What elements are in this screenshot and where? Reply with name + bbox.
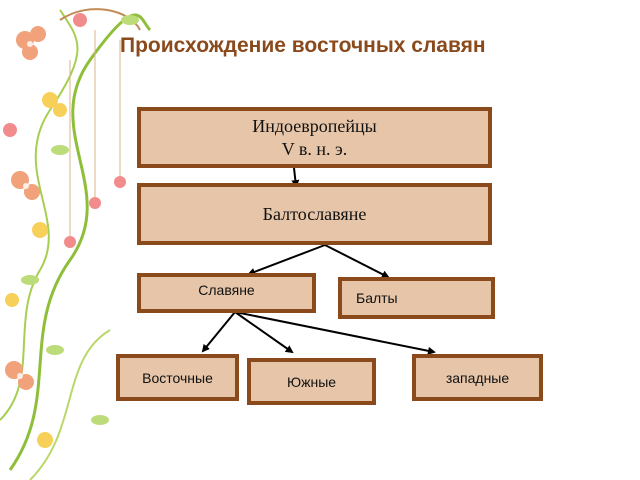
node-indoeuropeans-period: V в. н. э. — [281, 138, 348, 159]
node-western-label: западные — [445, 369, 510, 386]
node-indoeuropeans-label: Индоевропейцы — [252, 116, 377, 136]
node-southern: Южные — [247, 358, 376, 405]
page-title: Происхождение восточных славян — [120, 34, 486, 57]
node-balts-label: Балты — [356, 290, 398, 306]
node-baltoslavs-label: Балтославяне — [262, 203, 367, 224]
node-slavs-label: Славяне — [198, 282, 255, 298]
arrow-slavs-to-southern — [234, 311, 294, 354]
arrow-baltoslavs-to-balts — [324, 244, 390, 278]
node-eastern: Восточные — [116, 354, 239, 401]
node-indoeuropeans: Индоевропейцы V в. н. э. — [137, 107, 492, 168]
floral-border-icon — [0, 8, 152, 480]
node-balts: Балты — [338, 277, 495, 319]
node-slavs: Славяне — [137, 273, 316, 313]
node-eastern-label: Восточные — [142, 369, 213, 386]
node-southern-label: Южные — [286, 373, 337, 390]
arrow-slavs-to-eastern — [201, 311, 236, 353]
arrow-baltoslavs-to-slavs — [247, 244, 326, 276]
node-baltoslavs: Балтославяне — [137, 183, 492, 245]
node-western: западные — [412, 354, 543, 401]
